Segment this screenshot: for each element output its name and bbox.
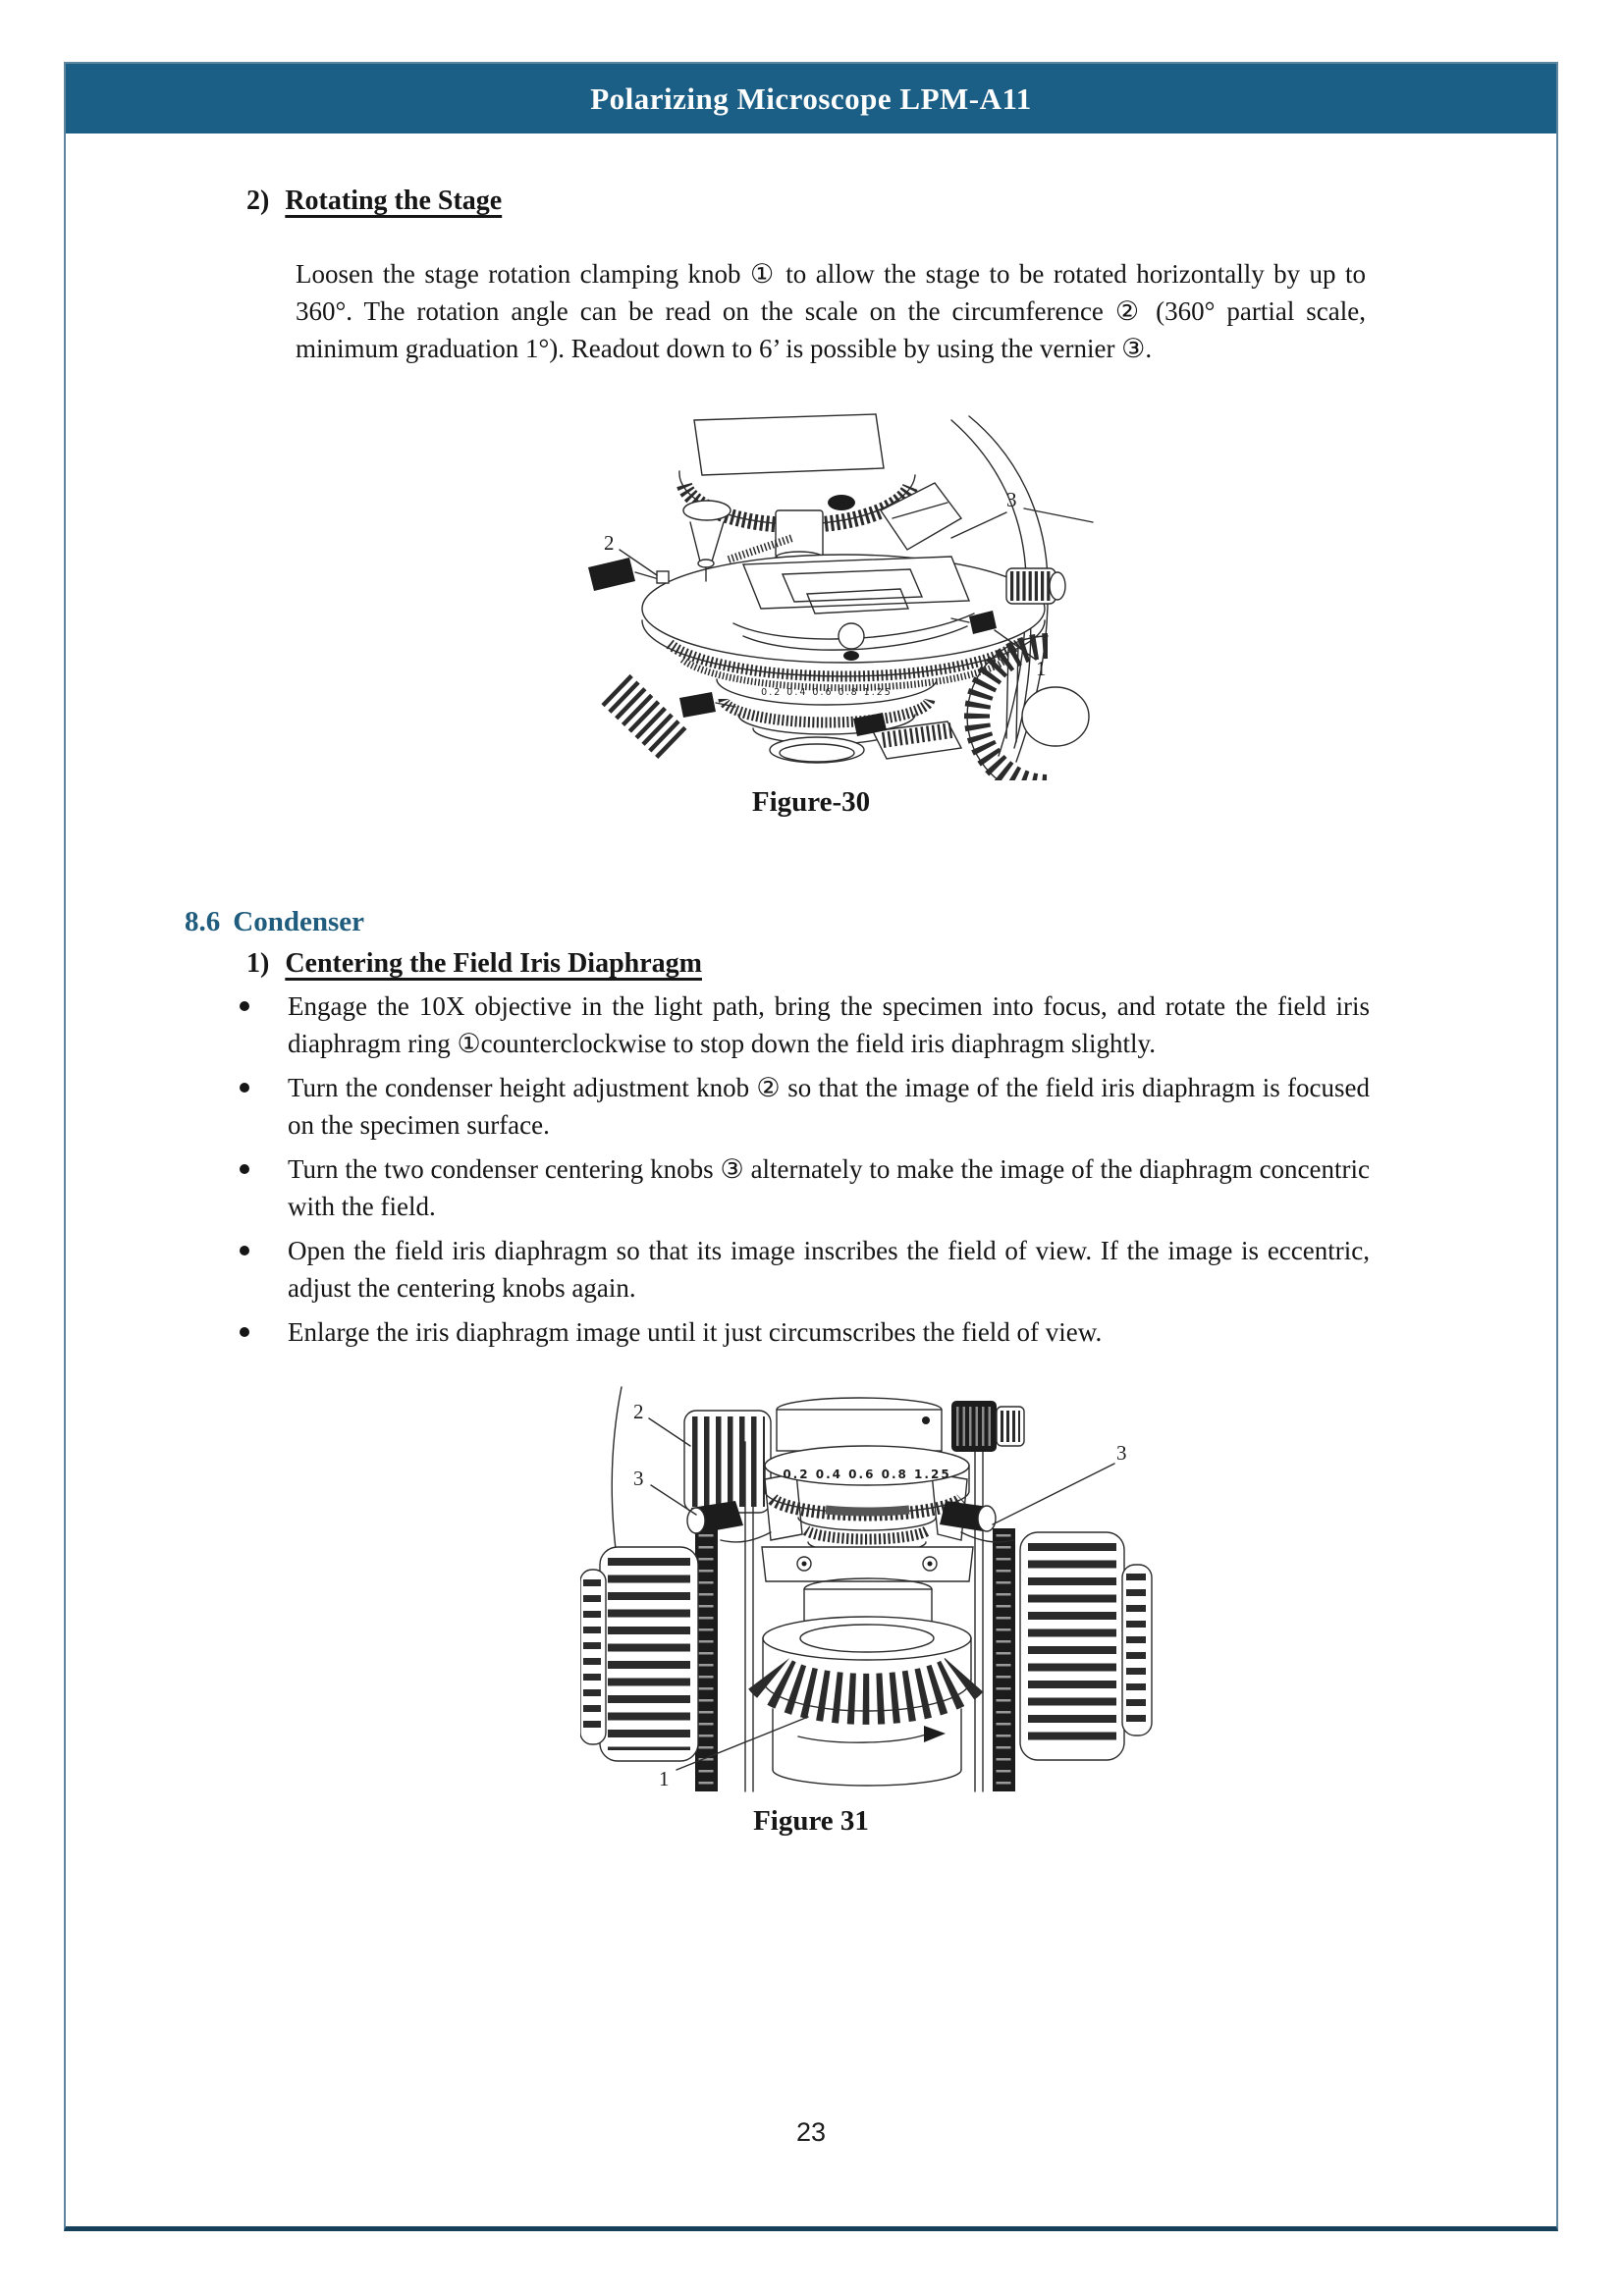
rotating-stage	[641, 554, 1046, 692]
figure-31-callouts: 2 3 3 1	[633, 1400, 1127, 1790]
condenser-heading-text: Condenser	[233, 906, 364, 937]
bullet-item: Turn the condenser height adjustment kno…	[240, 1069, 1370, 1144]
callout-1: 1	[659, 1767, 670, 1790]
document-title: Polarizing Microscope LPM-A11	[590, 80, 1032, 116]
centering-subheading-number: 1)	[246, 948, 270, 979]
callout-2: 2	[633, 1400, 644, 1423]
stage-heading-number: 2)	[246, 186, 270, 216]
right-centering-knob	[940, 1501, 997, 1532]
right-focus-drum	[1019, 1531, 1153, 1761]
callout-1: 1	[1036, 657, 1047, 680]
filter-ring	[772, 1708, 962, 1787]
stage-heading-text: Rotating the Stage	[285, 186, 503, 216]
iris-aperture-ring	[761, 1517, 974, 1582]
condenser-top-lens-housing	[776, 1397, 943, 1452]
bullet-item: Turn the two condenser centering knobs ③…	[240, 1150, 1370, 1225]
stage-rotation-clamp-knob	[950, 611, 997, 634]
aperture-scale-ring: 0.2 0.4 0.6 0.8 1.25	[764, 1445, 970, 1522]
left-focus-drum	[579, 1546, 699, 1762]
focus-knob	[964, 633, 1090, 800]
vernier-knob	[682, 500, 794, 582]
stage-clamp-knob	[588, 558, 670, 591]
left-rack-strip	[695, 1517, 718, 1791]
document-header: Polarizing Microscope LPM-A11	[66, 64, 1556, 133]
stage-section-heading: 2) Rotating the Stage	[246, 186, 502, 217]
condenser-bullet-list: Engage the 10X objective in the light pa…	[240, 988, 1370, 1358]
callout-3-left: 3	[633, 1467, 644, 1490]
figure-30-drawing: 0.2 0.4 0.6 0.8 1.25	[588, 413, 1094, 800]
figure-31-caption: Figure 31	[753, 1805, 869, 1837]
callout-2: 2	[604, 531, 615, 555]
bullet-item: Enlarge the iris diaphragm image until i…	[240, 1313, 1370, 1351]
aperture-scale-values: 0.2 0.4 0.6 0.8 1.25	[783, 1468, 950, 1481]
top-right-knob	[951, 1401, 1025, 1452]
bullet-item: Engage the 10X objective in the light pa…	[240, 988, 1370, 1062]
figure-30-callouts: 2 3 1	[604, 488, 1094, 680]
page-frame: Polarizing Microscope LPM-A11 2) Rotating…	[64, 62, 1558, 2231]
condenser-assembly: 0.2 0.4 0.6 0.8 1.25	[601, 673, 963, 764]
bullet-item: Open the field iris diaphragm so that it…	[240, 1232, 1370, 1307]
figure-31-drawing: 0.2 0.4 0.6 0.8 1.25	[579, 1386, 1153, 1792]
condenser-section-heading: 8.6 Condenser	[185, 906, 364, 938]
figure-30: 0.2 0.4 0.6 0.8 1.25	[586, 412, 1095, 800]
condenser-height-adjustment-knob	[683, 1410, 772, 1514]
callout-3: 3	[1006, 488, 1017, 511]
right-rack-strip	[993, 1528, 1015, 1791]
page-number: 23	[795, 2117, 827, 2147]
condenser-heading-number: 8.6	[185, 906, 221, 937]
condenser-height-knob	[1005, 567, 1066, 605]
left-centering-knob	[686, 1501, 743, 1534]
centering-subheading-text: Centering the Field Iris Diaphragm	[285, 948, 702, 979]
condenser-aperture-scale: 0.2 0.4 0.6 0.8 1.25	[761, 687, 893, 698]
field-lens-drum	[748, 1577, 986, 1725]
centering-subheading: 1) Centering the Field Iris Diaphragm	[246, 948, 702, 980]
callout-3-right: 3	[1116, 1441, 1127, 1465]
stage-paragraph: Loosen the stage rotation clamping knob …	[296, 259, 1366, 363]
rotation-arrow	[924, 1726, 946, 1742]
figure-31: 0.2 0.4 0.6 0.8 1.25	[579, 1385, 1158, 1795]
figure-30-caption: Figure-30	[751, 786, 871, 818]
